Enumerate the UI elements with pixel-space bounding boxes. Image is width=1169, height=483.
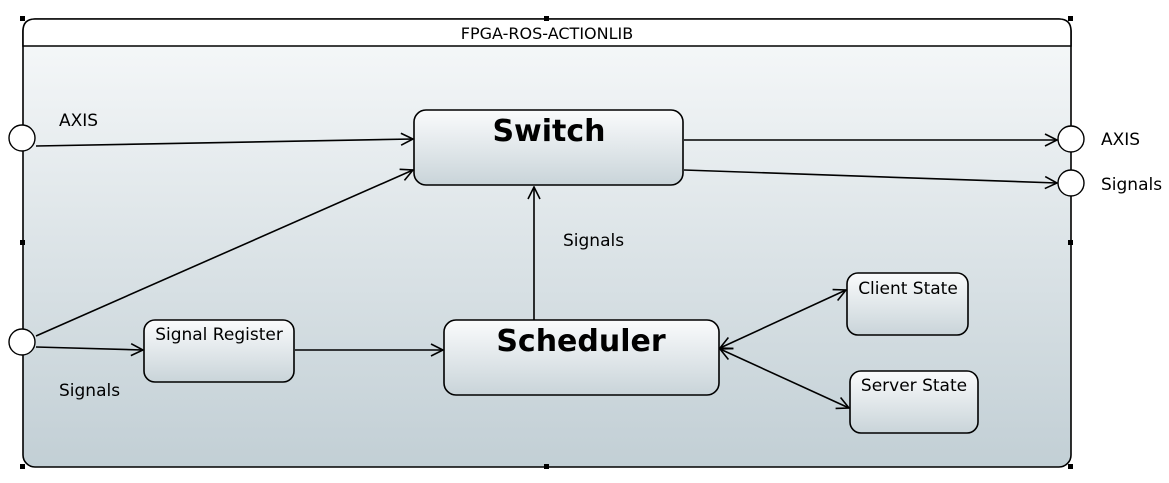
label-axis-out: AXIS: [1101, 130, 1140, 150]
selection-handle[interactable]: [1068, 16, 1073, 21]
selection-handle[interactable]: [20, 464, 25, 469]
selection-handle[interactable]: [544, 16, 549, 21]
selection-handle[interactable]: [20, 240, 25, 245]
selection-handle[interactable]: [1068, 240, 1073, 245]
edge-labels: AXIS Signals AXIS Signals Signals: [59, 111, 1162, 401]
label-signals-in: Signals: [59, 381, 120, 401]
block-switch[interactable]: Switch: [413, 109, 684, 186]
block-scheduler[interactable]: Scheduler: [443, 319, 720, 396]
selection-handle[interactable]: [544, 464, 549, 469]
switch-label: Switch: [492, 114, 605, 149]
client-state-label: Client State: [858, 279, 958, 299]
block-client-state[interactable]: Client State: [846, 272, 969, 336]
label-axis-in: AXIS: [59, 111, 98, 131]
port-axis-in[interactable]: [8, 124, 36, 152]
scheduler-label: Scheduler: [496, 324, 666, 359]
switch-box[interactable]: [413, 109, 684, 186]
edge-scheduler-server-state: [720, 349, 849, 408]
block-server-state[interactable]: Server State: [849, 370, 979, 434]
signal-register-box[interactable]: [143, 319, 295, 383]
signal-register-label: Signal Register: [155, 325, 283, 345]
server-state-box[interactable]: [849, 370, 979, 434]
block-signal-register[interactable]: Signal Register: [143, 319, 295, 383]
port-signals-out[interactable]: [1057, 169, 1085, 197]
scheduler-box[interactable]: [443, 319, 720, 396]
edge-signals-in-to-signal-register: [35, 347, 143, 350]
client-state-box[interactable]: [846, 272, 969, 336]
ports[interactable]: [8, 124, 1085, 356]
edge-switch-to-signals-out: [683, 169, 1057, 183]
container-title-bar: [22, 18, 1072, 47]
edge-axis-in-to-switch: [35, 139, 413, 147]
connections: [35, 139, 1057, 408]
selection-handle[interactable]: [1068, 464, 1073, 469]
server-state-label: Server State: [861, 376, 967, 396]
edge-signals-in-to-switch: [35, 170, 413, 337]
label-scheduler-to-switch: Signals: [563, 231, 624, 251]
selection-handles[interactable]: [20, 16, 1073, 469]
port-signals-in[interactable]: [8, 328, 36, 356]
edge-scheduler-client-state: [720, 290, 846, 348]
label-signals-out: Signals: [1101, 175, 1162, 195]
selection-handle[interactable]: [20, 16, 25, 21]
port-axis-out[interactable]: [1057, 125, 1085, 153]
container-title: FPGA-ROS-ACTIONLIB: [461, 24, 633, 43]
